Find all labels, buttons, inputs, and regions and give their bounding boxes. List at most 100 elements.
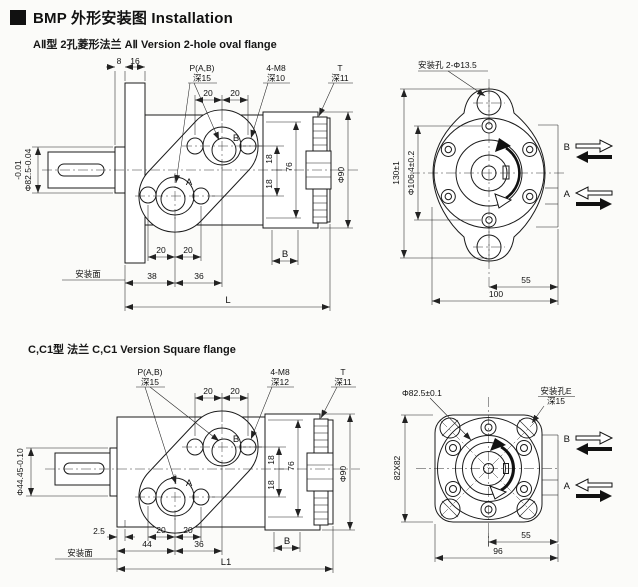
spigot-circle [437, 417, 540, 520]
boss-circle [455, 139, 523, 207]
key-slot [502, 165, 510, 180]
dim-20-label: 20 [156, 245, 166, 255]
dim-b-width: B [273, 532, 301, 552]
dim-l-label: L [225, 295, 230, 306]
flow-arrows-a: A [564, 186, 613, 210]
motor-outline [47, 82, 332, 264]
aii-side-view-drawing: B A 8 16 P(A,B) 深15 20 20 4-M8 深10 [13, 56, 358, 311]
dim-130: 130±1 [391, 88, 487, 259]
dim-18-label: 18 [264, 154, 274, 164]
flow-arrows-b: B [564, 431, 614, 455]
dim-phi106-label: Φ106.4±0.2 [406, 150, 416, 195]
motor-outline [54, 410, 334, 534]
flange-outline [434, 414, 559, 542]
port-b-label: B [564, 434, 570, 445]
port-b-hole [211, 137, 237, 163]
dim-55: 55 [489, 229, 559, 305]
port-b-out-arrow [575, 139, 614, 153]
dim-82x82: 82X82 [392, 414, 433, 523]
label-spigot-dia: Φ82.5±0.1 [402, 388, 472, 441]
dim-100: 100 [431, 207, 558, 305]
port-a-hole [160, 487, 186, 513]
dim-20-label: 20 [156, 525, 166, 535]
dim-phi90: Φ90 [322, 413, 355, 531]
dim-44-label: 44 [142, 539, 152, 549]
dim-55-label: 55 [521, 530, 531, 540]
rotation-ccw-arrowhead [490, 438, 506, 451]
dim-2-5-label: 2.5 [93, 526, 105, 536]
shaft-keyway [63, 462, 105, 475]
port-a-label: A [186, 478, 193, 489]
dim-b-label: B [282, 249, 288, 260]
rib-lines [306, 123, 331, 218]
page-header: BMP 外形安装图 Installation [10, 7, 233, 28]
dim-18-label: 18 [266, 480, 276, 490]
port-fitting-ribs-bottom [313, 490, 329, 526]
shaft-rotation-arrow [494, 138, 521, 209]
c-side-view-drawing: B A P(A,B) 深15 20 20 4-M8 深12 T 深11 [15, 367, 360, 573]
bolt-hole [192, 488, 210, 506]
dim-8-label: 8 [117, 56, 122, 66]
label-4-m8: 4-M8 深12 [250, 367, 294, 440]
port-fitting-ribs-top [313, 418, 329, 454]
port-b-out-arrow [575, 431, 614, 445]
port-a-label: A [564, 481, 571, 492]
bolt-hole [139, 186, 157, 204]
mounting-holes-label: 安装孔 2-Φ13.5 [418, 60, 477, 70]
dim-38-36: 38 36 [124, 167, 223, 311]
dim-20-label: 20 [230, 88, 240, 98]
t-depth: 深11 [334, 377, 352, 387]
oval-port-flange [138, 410, 259, 534]
port-b-hole [211, 438, 237, 464]
m8-label: 4-M8 [270, 367, 290, 377]
dim-shaft-dia: Φ44.45-0.10 [15, 447, 108, 497]
dim-76-label: 76 [286, 461, 296, 471]
key-slot [503, 463, 509, 474]
dim-96-label: 96 [493, 546, 503, 556]
port-a-label: A [186, 177, 193, 188]
rib-lines [124, 425, 333, 527]
port-a-out-arrow [574, 478, 613, 492]
mounting-holes-label: 安装孔E [540, 386, 572, 396]
bolt-hole [139, 487, 157, 505]
dim-76: 76 [266, 121, 301, 219]
m8-depth: 深10 [267, 73, 285, 83]
label-p-ab: P(A,B) 深15 [136, 367, 220, 485]
section1-heading: AⅡ型 2孔菱形法兰 AⅡ Version 2-hole oval flange [33, 39, 277, 51]
dim-76: 76 [268, 419, 303, 518]
shaft-diameter-label: Φ82.5-0.04 [23, 148, 33, 191]
dim-36-label: 36 [194, 271, 204, 281]
mount-face-label: 安装面 [67, 548, 93, 558]
bolt-hole [186, 438, 204, 456]
spigot-circle [433, 117, 545, 229]
dim-130-label: 130±1 [391, 161, 401, 185]
label-mount-face: 安装面 [55, 548, 117, 560]
section2-heading: C,C1型 法兰 C,C1 Version Square flange [28, 344, 236, 356]
mounting-holes-depth: 深15 [547, 396, 565, 406]
mounting-hole-top [476, 90, 502, 116]
p-ab-depth: 深15 [193, 73, 211, 83]
spigot-dia-label: Φ82.5±0.1 [402, 388, 442, 398]
dim-20-label: 20 [183, 525, 193, 535]
title-bullet-square [10, 10, 26, 25]
m8-label: 4-M8 [266, 63, 286, 73]
dim-82x82-label: 82X82 [392, 455, 402, 480]
pilot-spigot [109, 447, 118, 497]
port-a-label: A [564, 189, 571, 200]
p-ab-depth: 深15 [141, 377, 159, 387]
dim-phi90-label: Φ90 [338, 466, 348, 483]
dim-20-label: 20 [183, 245, 193, 255]
label-p-ab: P(A,B) 深15 [174, 63, 220, 184]
ports: B A [139, 126, 257, 216]
assembly-bolts [445, 419, 532, 518]
dim-76-label: 76 [284, 162, 294, 172]
port-a-in-arrow [576, 490, 612, 502]
dim-96: 96 [434, 524, 559, 562]
label-t-port: T 深11 [320, 367, 356, 419]
shaft-bore [471, 451, 506, 486]
dim-36-label: 36 [194, 539, 204, 549]
dim-l1-label: L1 [221, 557, 232, 568]
dim-phi90-label: Φ90 [336, 167, 346, 184]
corner-mounting-holes [439, 417, 538, 520]
